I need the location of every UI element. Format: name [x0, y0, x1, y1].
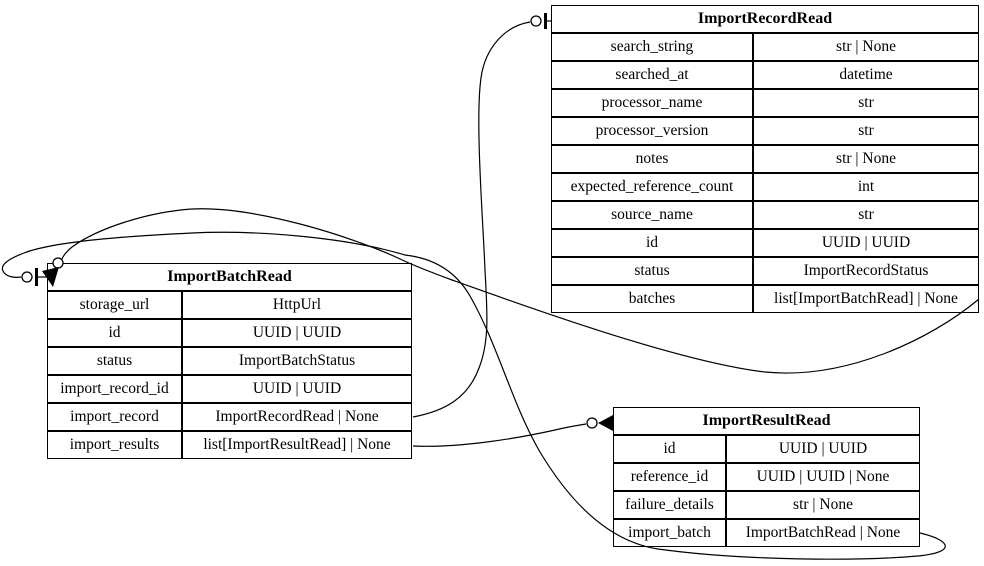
entity-title: ImportBatchRead — [47, 263, 412, 291]
table-row: failure_details str | None — [613, 491, 920, 519]
table-row: storage_url HttpUrl — [47, 291, 412, 319]
field-name: expected_reference_count — [551, 173, 753, 201]
table-row: processor_name str — [551, 89, 979, 117]
table-row: expected_reference_count int — [551, 173, 979, 201]
field-name: status — [47, 347, 182, 375]
entity-title-row: ImportResultRead — [613, 407, 920, 435]
zero-or-one-icon — [530, 15, 542, 27]
field-name: search_string — [551, 33, 753, 61]
field-name: import_batch — [613, 519, 726, 547]
field-name: searched_at — [551, 61, 753, 89]
entity-import-result-read: ImportResultRead id UUID | UUID referenc… — [613, 407, 920, 547]
field-name: storage_url — [47, 291, 182, 319]
table-row: import_record_id UUID | UUID — [47, 375, 412, 403]
table-row: import_record ImportRecordRead | None — [47, 403, 412, 431]
field-type: list[ImportResultRead] | None — [182, 431, 412, 459]
field-name: id — [47, 319, 182, 347]
field-type: str | None — [753, 145, 979, 173]
table-row: import_results list[ImportResultRead] | … — [47, 431, 412, 459]
field-type: str | None — [753, 33, 979, 61]
field-name: source_name — [551, 201, 753, 229]
crow-icon — [598, 415, 613, 431]
field-name: processor_name — [551, 89, 753, 117]
field-name: notes — [551, 145, 753, 173]
field-type: int — [753, 173, 979, 201]
table-row: searched_at datetime — [551, 61, 979, 89]
edge-import-results — [412, 415, 613, 447]
field-type: str — [753, 117, 979, 145]
table-row: reference_id UUID | UUID | None — [613, 463, 920, 491]
field-type: str | None — [726, 491, 920, 519]
field-type: datetime — [753, 61, 979, 89]
zero-or-many-icon — [586, 417, 598, 429]
table-row: search_string str | None — [551, 33, 979, 61]
field-type: UUID | UUID — [726, 435, 920, 463]
field-type: UUID | UUID — [182, 375, 412, 403]
field-name: id — [613, 435, 726, 463]
field-name: id — [551, 229, 753, 257]
entity-title: ImportRecordRead — [551, 5, 979, 33]
entity-title: ImportResultRead — [613, 407, 920, 435]
field-name: status — [551, 257, 753, 285]
field-type: ImportBatchStatus — [182, 347, 412, 375]
entity-title-row: ImportBatchRead — [47, 263, 412, 291]
field-type: ImportRecordRead | None — [182, 403, 412, 431]
field-name: reference_id — [613, 463, 726, 491]
edge-import-record — [412, 13, 551, 418]
table-row: batches list[ImportBatchRead] | None — [551, 285, 979, 313]
field-name: import_record — [47, 403, 182, 431]
tee-icon — [35, 268, 38, 286]
entity-import-batch-read: ImportBatchRead storage_url HttpUrl id U… — [47, 263, 412, 459]
field-type: HttpUrl — [182, 291, 412, 319]
field-type: UUID | UUID — [182, 319, 412, 347]
field-type: list[ImportBatchRead] | None — [753, 285, 979, 313]
field-name: failure_details — [613, 491, 726, 519]
field-type: ImportBatchRead | None — [726, 519, 920, 547]
entity-import-record-read: ImportRecordRead search_string str | Non… — [551, 5, 979, 313]
field-name: import_results — [47, 431, 182, 459]
table-row: status ImportBatchStatus — [47, 347, 412, 375]
field-type: str — [753, 89, 979, 117]
table-row: notes str | None — [551, 145, 979, 173]
tee-icon — [544, 13, 547, 29]
field-type: ImportRecordStatus — [753, 257, 979, 285]
field-name: batches — [551, 285, 753, 313]
table-row: id UUID | UUID — [613, 435, 920, 463]
field-type: str — [753, 201, 979, 229]
table-row: import_batch ImportBatchRead | None — [613, 519, 920, 547]
field-name: processor_version — [551, 117, 753, 145]
entity-title-row: ImportRecordRead — [551, 5, 979, 33]
field-type: UUID | UUID — [753, 229, 979, 257]
table-row: id UUID | UUID — [47, 319, 412, 347]
table-row: id UUID | UUID — [551, 229, 979, 257]
table-row: processor_version str — [551, 117, 979, 145]
table-row: source_name str — [551, 201, 979, 229]
zero-or-one-icon — [21, 271, 33, 283]
table-row: status ImportRecordStatus — [551, 257, 979, 285]
field-name: import_record_id — [47, 375, 182, 403]
field-type: UUID | UUID | None — [726, 463, 920, 491]
